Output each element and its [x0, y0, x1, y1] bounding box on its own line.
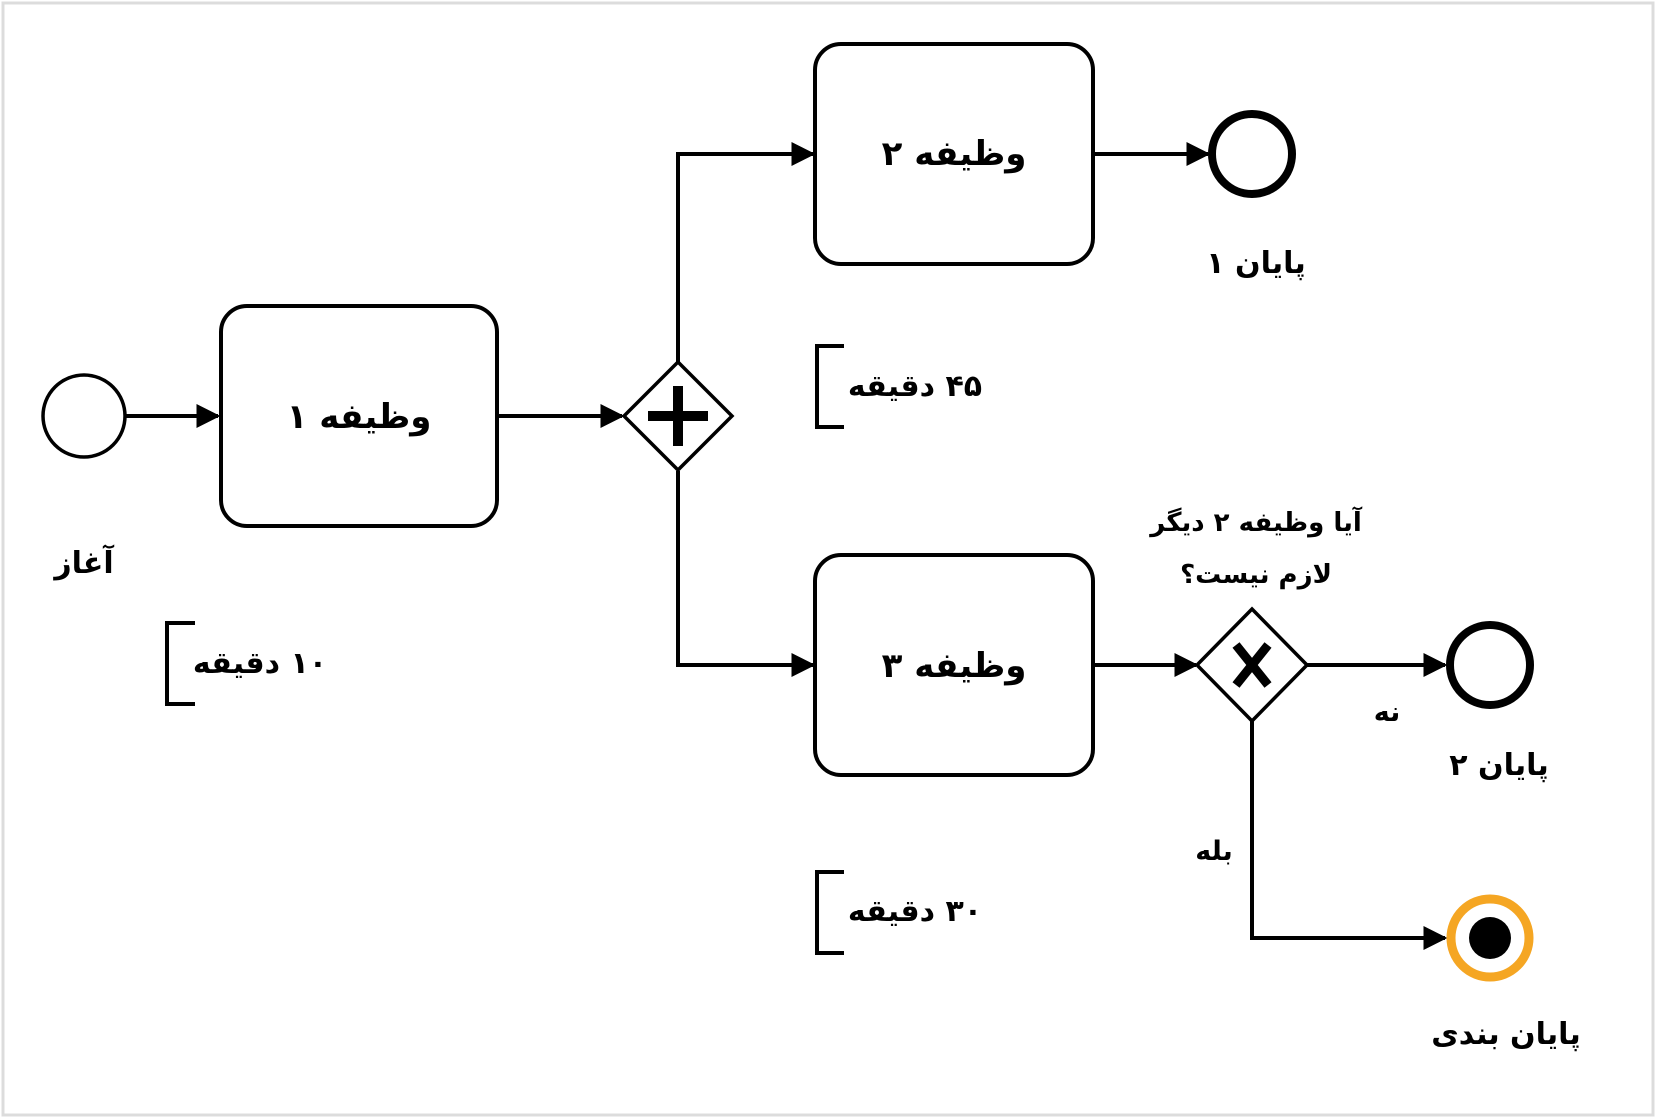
x-icon: [1232, 642, 1272, 688]
task-1[interactable]: [219, 304, 499, 528]
gateway-question-line-2: لازم نیست؟: [1180, 560, 1332, 590]
flow-gateway-yes-to-final-end[interactable]: [1250, 720, 1448, 950]
end-event-1[interactable]: [1208, 110, 1296, 198]
task-1-label: وظیفه ۱: [287, 397, 432, 437]
parallel-gateway[interactable]: [621, 359, 735, 473]
task-2[interactable]: [813, 42, 1095, 266]
end-event-2-label: پایان ۲: [1449, 748, 1548, 783]
flow-label-no: نه: [1374, 697, 1401, 728]
gateway-question-line-1: آیا وظیفه ۲ دیگر: [1148, 506, 1363, 538]
final-end-dot: [1469, 917, 1511, 959]
exclusive-gateway[interactable]: [1194, 606, 1310, 724]
annotation-bracket-task3: [815, 870, 844, 955]
final-end-event[interactable]: [1446, 894, 1534, 982]
final-end-event-label: پایان بندی: [1431, 1017, 1580, 1052]
annotation-bracket-task1: [165, 621, 195, 706]
duration-task1: ۱۰ دقیقه: [193, 646, 327, 681]
start-event[interactable]: [41, 373, 127, 459]
end-event-2[interactable]: [1446, 621, 1534, 709]
task-3-label: وظیفه ۳: [882, 646, 1027, 686]
flow-label-yes: بله: [1195, 836, 1233, 867]
start-event-label: آغاز: [52, 544, 114, 581]
duration-task3: ۳۰ دقیقه: [848, 894, 982, 929]
task-3[interactable]: [813, 553, 1095, 777]
end-event-1-label: پایان ۱: [1206, 246, 1305, 281]
annotation-bracket-task2: [815, 344, 844, 429]
task-2-label: وظیفه ۲: [882, 134, 1027, 174]
flow-parallel-to-task2[interactable]: [676, 142, 816, 363]
flow-parallel-to-task3[interactable]: [676, 471, 816, 677]
plus-icon: [648, 386, 708, 446]
duration-task2: ۴۵ دقیقه: [848, 369, 982, 404]
